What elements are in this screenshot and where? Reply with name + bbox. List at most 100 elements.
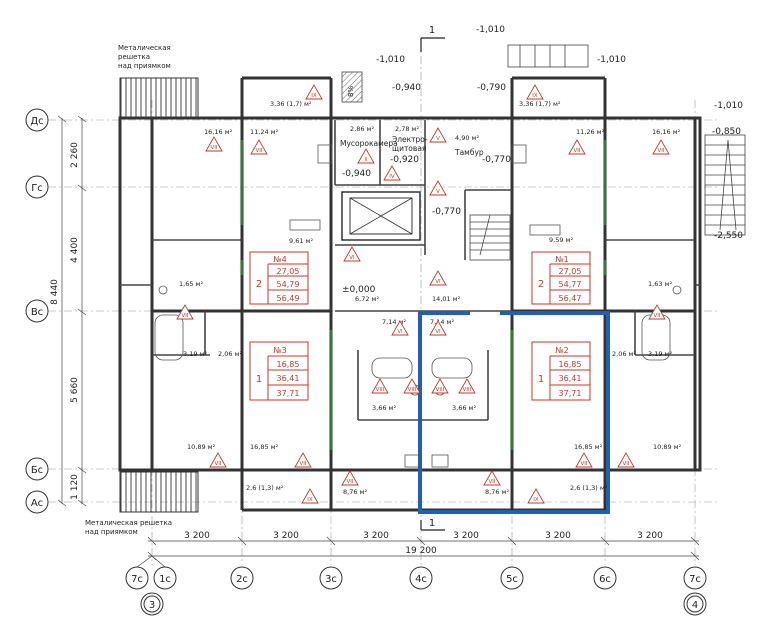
room-mark-triangle bbox=[205, 136, 223, 152]
room-areas: 3,36 (1,7) м² 3,36 (1,7) м² 16,16 м² 11,… bbox=[179, 100, 682, 496]
grating-note-bottom: Металическая решетка bbox=[85, 519, 172, 527]
axis-left-label: Бс bbox=[31, 465, 43, 476]
room-mark-triangle bbox=[176, 304, 194, 320]
stair bbox=[469, 214, 511, 261]
grating-note-top: Металическая bbox=[118, 44, 171, 52]
svg-text:11,26 м²: 11,26 м² bbox=[576, 128, 605, 136]
axis-bottom-label: 7с bbox=[689, 574, 701, 585]
ramp-slope: 8% bbox=[347, 86, 355, 97]
room-mark-label: VII bbox=[657, 148, 664, 154]
section-mark-bottom: 1 bbox=[429, 518, 435, 529]
dimension-left bbox=[57, 115, 87, 507]
room-mark-triangle bbox=[429, 127, 447, 143]
room-mark-triangle bbox=[617, 452, 635, 468]
svg-text:16,16 м²: 16,16 м² bbox=[652, 128, 681, 136]
apartment-box-2: №2 1 16,85 36,41 37,71 bbox=[531, 341, 591, 401]
room-mark-label: IX bbox=[307, 497, 313, 503]
room-mark-triangle bbox=[403, 378, 421, 394]
svg-text:№2: №2 bbox=[555, 346, 568, 355]
room-mark-label: VII bbox=[255, 148, 262, 154]
dim-bottom-label: 3 200 bbox=[637, 531, 663, 541]
svg-text:2,6 (1,3) м²: 2,6 (1,3) м² bbox=[570, 484, 608, 492]
room-mark-triangle bbox=[526, 84, 544, 100]
room-mark-triangle bbox=[357, 148, 375, 164]
apartment-box-1: №1 2 27,05 54,77 56,47 bbox=[531, 251, 591, 305]
svg-text:3,36 (1,7) м²: 3,36 (1,7) м² bbox=[270, 100, 312, 108]
highlight-outline bbox=[418, 311, 610, 514]
axis-bottom-label: 7с bbox=[131, 574, 143, 585]
svg-text:9,59 м²: 9,59 м² bbox=[549, 236, 573, 244]
axis-left-label: Вс bbox=[31, 307, 43, 318]
room-mark-label: VII bbox=[622, 461, 629, 467]
svg-text:2,06 м²: 2,06 м² bbox=[612, 350, 636, 358]
room-mark-triangle bbox=[527, 488, 545, 504]
svg-text:16,85 м²: 16,85 м² bbox=[250, 443, 279, 451]
room-mark-label: VI bbox=[397, 329, 403, 335]
partitions bbox=[120, 120, 700, 421]
svg-text:14,01 м²: 14,01 м² bbox=[432, 295, 461, 303]
svg-text:2,86 м²: 2,86 м² bbox=[350, 125, 374, 133]
section-mark-top: 1 bbox=[429, 25, 435, 36]
svg-text:±0,000: ±0,000 bbox=[342, 285, 376, 295]
svg-text:10,89 м²: 10,89 м² bbox=[187, 443, 216, 451]
room-mark-triangle bbox=[458, 378, 476, 394]
room-mark-triangle bbox=[343, 246, 361, 262]
svg-text:1: 1 bbox=[256, 374, 262, 385]
electrical-room-label: Электро- bbox=[392, 135, 428, 144]
room-mark-triangle bbox=[429, 320, 447, 336]
svg-text:3,19 м²: 3,19 м² bbox=[648, 350, 672, 358]
svg-text:-1,010: -1,010 bbox=[597, 55, 626, 65]
dim-left-label: 2 260 bbox=[70, 142, 80, 168]
room-mark-label: VIII bbox=[408, 387, 417, 393]
svg-text:54,77: 54,77 bbox=[559, 280, 582, 289]
axis-left-label: Дс bbox=[30, 116, 43, 127]
svg-text:8,76 м²: 8,76 м² bbox=[343, 488, 367, 496]
apartment-box-3: №3 1 16,85 36,41 37,71 bbox=[249, 341, 309, 401]
vestibule-label: Тамбур bbox=[454, 148, 484, 157]
svg-text:36,41: 36,41 bbox=[277, 374, 300, 383]
room-mark-label: VII bbox=[346, 479, 353, 485]
fixtures bbox=[154, 144, 682, 468]
room-mark-label: VII bbox=[580, 461, 587, 467]
apartment-box-4: №4 2 27,05 54,79 56,49 bbox=[249, 251, 309, 305]
room-mark-label: IX bbox=[311, 93, 317, 99]
svg-text:27,05: 27,05 bbox=[277, 267, 300, 276]
svg-text:-2,550: -2,550 bbox=[714, 231, 743, 241]
room-mark-triangle bbox=[250, 139, 268, 155]
svg-text:№1: №1 bbox=[555, 255, 568, 264]
room-mark-triangle bbox=[391, 320, 409, 336]
svg-text:36,41: 36,41 bbox=[559, 374, 582, 383]
svg-text:54,79: 54,79 bbox=[277, 280, 300, 289]
room-mark-label: VII bbox=[488, 479, 495, 485]
svg-text:2,78 м²: 2,78 м² bbox=[395, 125, 419, 133]
grating-top bbox=[119, 77, 199, 119]
svg-text:4,90 м²: 4,90 м² bbox=[455, 134, 479, 142]
svg-text:8,76 м²: 8,76 м² bbox=[485, 488, 509, 496]
svg-text:7,14 м²: 7,14 м² bbox=[430, 318, 454, 326]
room-mark-triangle bbox=[294, 452, 312, 468]
svg-text:-0,940: -0,940 bbox=[392, 83, 421, 93]
svg-text:16,16 м²: 16,16 м² bbox=[204, 128, 233, 136]
elevator-shaft bbox=[341, 191, 421, 241]
dim-bottom-label: 3 200 bbox=[453, 531, 479, 541]
room-mark-triangle bbox=[483, 470, 501, 486]
svg-text:2: 2 bbox=[256, 279, 262, 290]
room-mark-triangle bbox=[652, 139, 670, 155]
room-mark-label: VII bbox=[653, 313, 660, 319]
entrance-steps bbox=[341, 44, 589, 103]
svg-text:-0,850: -0,850 bbox=[712, 127, 741, 137]
room-mark-label: VII bbox=[214, 461, 221, 467]
svg-text:№4: №4 bbox=[273, 255, 286, 264]
axis-bottom-label: 1с bbox=[159, 574, 171, 585]
room-mark-label: IX bbox=[533, 497, 539, 503]
svg-text:-0,770: -0,770 bbox=[482, 155, 511, 165]
svg-text:3,36 (1,7) м²: 3,36 (1,7) м² bbox=[519, 100, 561, 108]
room-mark-label: V bbox=[436, 189, 440, 195]
room-mark-label: VII bbox=[210, 145, 217, 151]
svg-text:1,63 м²: 1,63 м² bbox=[648, 280, 672, 288]
room-mark-triangle bbox=[305, 84, 323, 100]
electrical-room-label: щитовая bbox=[392, 144, 426, 153]
section-cut bbox=[420, 37, 445, 531]
room-mark-triangle bbox=[575, 452, 593, 468]
